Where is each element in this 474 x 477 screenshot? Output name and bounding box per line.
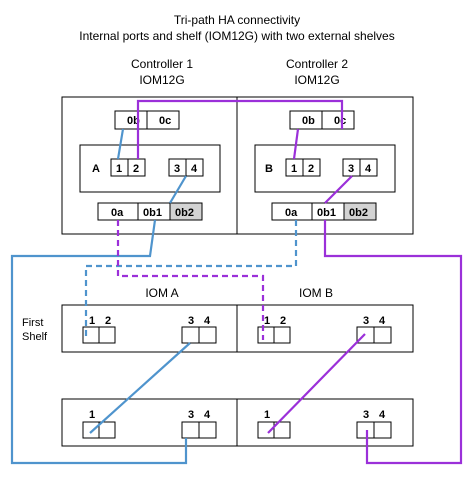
controller-2: 0b 0c B 1 2 3 4 0a 0b1 0b2	[254, 110, 396, 221]
second-shelf: 1 3 4 1 3 4	[61, 398, 414, 447]
cable-c2-0b-to-iom-1	[292, 128, 300, 160]
c2-internal-iom-label: B	[265, 163, 273, 175]
shelf-iom-a-label: IOM A	[145, 286, 178, 300]
shelf1-a-port-2	[98, 326, 116, 344]
c1-port-0b1-label: 0b1	[143, 207, 162, 219]
shelf1-b-port-4	[373, 326, 392, 344]
first-shelf-label-line-2: Shelf	[22, 331, 48, 343]
c1-iom-port-4-label: 4	[191, 163, 198, 175]
shelf1-b-port-3-label: 3	[363, 315, 369, 327]
shelf1-a-port-4-label: 4	[204, 315, 211, 327]
c2-iom-port-3-label: 3	[348, 163, 354, 175]
controller-2-module: IOM12G	[294, 73, 339, 87]
c2-port-0c-label: 0c	[334, 115, 346, 127]
first-shelf-label-line-1: First	[22, 317, 43, 329]
shelf2-b-port-4	[373, 421, 392, 439]
controller-2-name: Controller 2	[286, 57, 348, 71]
shelf1-b-port-1	[257, 326, 275, 344]
controller-1-module: IOM12G	[139, 73, 184, 87]
c1-port-0a-label: 0a	[111, 207, 124, 219]
c2-port-0b2	[343, 202, 377, 221]
cable-shelf1-a-3-to-shelf2-a-1	[89, 342, 191, 434]
c2-iom-port-1-label: 1	[291, 163, 297, 175]
cables	[10, 99, 463, 465]
c1-internal-iom	[79, 144, 221, 193]
cable-c1-0a-to-shelf1-b-1	[116, 220, 265, 340]
cable-c1-0b1-to-shelf2-a-3	[10, 219, 188, 465]
shelf1-a-port-3-label: 3	[188, 315, 194, 327]
c2-port-0a-label: 0a	[285, 207, 298, 219]
c2-iom-port-2	[302, 158, 321, 177]
shelf2-a-port-1-label: 1	[89, 409, 95, 421]
c1-iom-port-2	[127, 158, 146, 177]
c1-port-0b-label: 0b	[127, 115, 140, 127]
shelf-iom-b-label: IOM B	[299, 286, 333, 300]
title-line-2: Internal ports and shelf (IOM12G) with t…	[79, 29, 394, 43]
shelf1-b-port-2	[273, 326, 291, 344]
shelf1-b-port-1-label: 1	[264, 315, 270, 327]
shelf2-b-port-3-label: 3	[363, 409, 369, 421]
shelf2-b-port-4-label: 4	[379, 409, 386, 421]
cable-c2-iom-3-to-0b1	[324, 175, 353, 204]
cable-c1-0b-to-iom-1	[116, 128, 125, 160]
shelf1-a-port-4	[198, 326, 217, 344]
shelf1-b-port-4-label: 4	[379, 315, 386, 327]
c2-iom-port-2-label: 2	[308, 163, 314, 175]
shelf2-b-port-2	[273, 421, 291, 439]
shelf2-a-port-4	[198, 421, 217, 439]
first-shelf: 1 2 3 4 1 2 3 4	[61, 304, 414, 353]
c2-port-0b1-label: 0b1	[317, 207, 336, 219]
cable-c2-0b1-to-shelf2-b-3	[323, 220, 463, 465]
cable-shelf1-b-3-to-shelf2-b-1	[267, 333, 366, 434]
c1-internal-iom-label: A	[92, 163, 100, 175]
c1-iom-port-4	[185, 158, 204, 177]
c2-port-0c	[321, 110, 355, 130]
shelf2-a-port-3	[181, 421, 200, 439]
shelf1-b-port-2-label: 2	[280, 315, 286, 327]
cable-c1-iom-3-to-0b1	[169, 175, 187, 204]
c2-iom-port-4-label: 4	[365, 163, 372, 175]
shelf2-b-port-3	[356, 421, 375, 439]
shelf1-a-port-1-label: 1	[89, 315, 95, 327]
c1-port-0c-label: 0c	[159, 115, 171, 127]
shelf2-a-port-3-label: 3	[188, 409, 194, 421]
shelf1-a-port-2-label: 2	[105, 315, 111, 327]
c2-port-0b2-label: 0b2	[349, 207, 368, 219]
controller-1-name: Controller 1	[131, 57, 193, 71]
c1-iom-port-3-label: 3	[174, 163, 180, 175]
shelf2-a-port-4-label: 4	[204, 409, 211, 421]
shelf1-a-port-3	[181, 326, 200, 344]
cable-c1-iom-2-to-c2-0c	[136, 99, 344, 159]
title-line-1: Tri-path HA connectivity	[174, 13, 300, 27]
cable-c2-0a-to-shelf1-a-1	[84, 220, 298, 340]
shelf2-a-port-2	[98, 421, 116, 439]
c1-port-0b2-label: 0b2	[175, 207, 194, 219]
c1-iom-port-1-label: 1	[116, 163, 122, 175]
c2-iom-port-4	[359, 158, 378, 177]
shelf2-b-port-1-label: 1	[264, 409, 270, 421]
c2-port-0b-label: 0b	[302, 115, 315, 127]
c1-port-0b2	[169, 202, 203, 221]
c1-iom-port-2-label: 2	[133, 163, 139, 175]
controller-1: 0b 0c A 1 2 3 4 0a 0b1 0b2	[79, 110, 221, 221]
shelf2-a-port-1	[82, 421, 100, 439]
c1-port-0c	[146, 110, 180, 130]
